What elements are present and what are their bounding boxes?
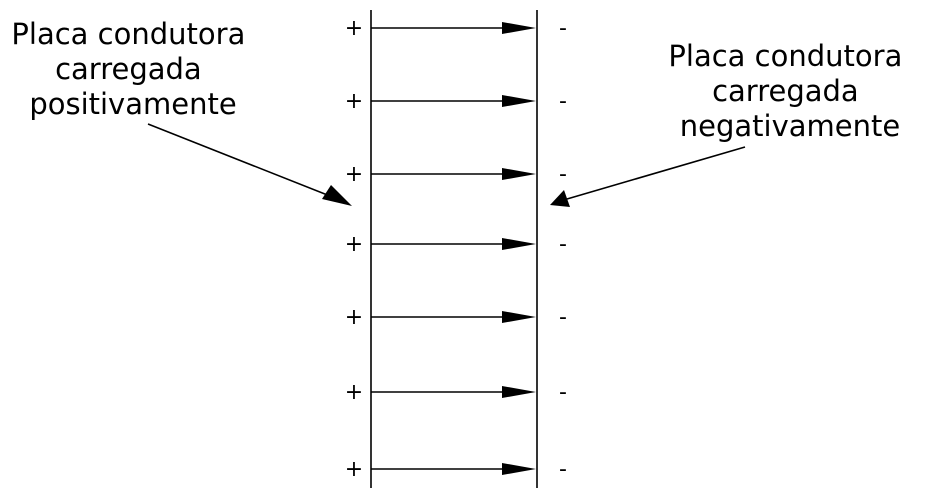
negative-label-line-2: carregada (712, 74, 859, 108)
negative-sign: - (559, 16, 567, 41)
field-line-arrowhead (502, 463, 536, 475)
negative-label-line-3: negativamente (680, 109, 900, 143)
field-lines: + - + - + - + - + - + - + - (345, 16, 567, 482)
positive-pointer-arrowhead (322, 185, 352, 206)
field-line-arrowhead (502, 386, 536, 398)
positive-sign: + (345, 89, 363, 114)
negative-pointer-line (566, 146, 746, 200)
negative-sign: - (559, 380, 567, 405)
negative-pointer-arrowhead (550, 190, 570, 207)
negative-sign: - (559, 89, 567, 114)
positive-sign: + (345, 16, 363, 41)
negative-plate-label: Placa condutora carregada negativamente (668, 39, 911, 143)
negative-sign: - (559, 232, 567, 257)
positive-sign: + (345, 232, 363, 257)
negative-sign: - (559, 457, 567, 482)
negative-label-line-1: Placa condutora (668, 39, 902, 73)
positive-plate-label: Placa condutora carregada positivamente (11, 17, 254, 121)
positive-sign: + (345, 305, 363, 330)
positive-label-line-1: Placa condutora (11, 17, 245, 51)
positive-label-line-3: positivamente (29, 87, 236, 121)
field-line-arrowhead (502, 22, 536, 34)
positive-pointer-line (147, 123, 336, 199)
negative-sign: - (559, 162, 567, 187)
positive-sign: + (345, 162, 363, 187)
positive-sign: + (345, 457, 363, 482)
field-line-arrowhead (502, 238, 536, 250)
positive-sign: + (345, 380, 363, 405)
field-line-arrowhead (502, 168, 536, 180)
positive-label-line-2: carregada (55, 52, 202, 86)
negative-sign: - (559, 305, 567, 330)
field-line-arrowhead (502, 311, 536, 323)
field-line-arrowhead (502, 95, 536, 107)
